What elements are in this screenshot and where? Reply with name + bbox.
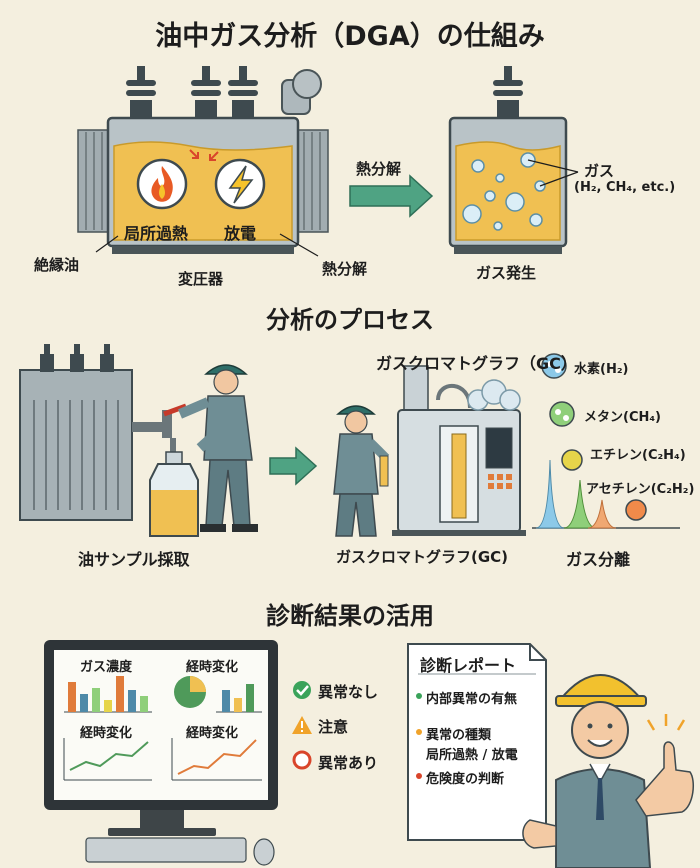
main-title: 油中ガス分析（DGA）の仕組み [155,21,545,52]
gas-label: ガス [584,162,615,180]
gas-formula: (H₂, CH₄, etc.) [574,180,676,195]
pie-chart [174,676,262,713]
worker-injecting [333,405,390,537]
bar-chart-1 [64,676,152,713]
engineer-thumbs-up [522,674,695,868]
report-item-4: 危険度の判断 [426,772,505,787]
panel-trend-2: 経時変化 [80,726,133,741]
gc-instrument [392,365,526,536]
panel-gas-concentration: ガス濃度 [80,660,133,675]
results-diagram [44,640,695,868]
gas-cloud [467,379,521,411]
arrow-label: 熱分解 [356,160,402,178]
gas-hydrogen: 水素(H₂) [574,362,629,377]
hotspot-label: 局所過熱 [124,224,189,243]
transformer-diagram [77,66,579,257]
check-icon [293,681,311,699]
bushing-right [493,66,523,120]
report-item-1: 内部異常の有無 [426,692,518,707]
status-caution: 注意 [318,718,349,736]
status-abnormal: 異常あり [318,754,379,772]
keyboard [85,837,247,863]
gas-bubbles [462,152,546,231]
gc-label: ガスクロマトグラフ(GC) [336,548,509,566]
worker-sampling [178,364,258,532]
mouse [253,838,275,866]
process-arrow [349,174,434,218]
report-sheet [407,643,547,841]
panel-trend-1: 経時変化 [186,660,239,675]
panel-trend-3: 経時変化 [186,726,239,741]
gas-ethylene: エチレン(C₂H₄) [590,448,686,463]
thermal-decomp-label: 熱分解 [322,260,368,278]
report-item-3: 局所過熱 / 放電 [426,748,518,763]
discharge-label: 放電 [224,224,257,243]
insulating-oil-label: 絶縁油 [34,256,80,274]
status-normal: 異常なし [318,683,379,701]
results-title: 診断結果の活用 [266,602,434,630]
chromatogram [532,459,680,529]
transformer-label: 変圧器 [178,270,224,288]
alert-circle-icon [292,750,312,770]
process-arrow-2 [269,446,318,486]
process-title: 分析のプロセス [266,306,434,334]
sample-bottle [149,451,199,537]
oil-sampling-label: 油サンプル採取 [78,550,190,569]
line-chart-2 [171,738,262,781]
gas-generation-label: ガス発生 [476,264,537,282]
gc-title: ガスクロマトグラフ（GC） [376,354,577,373]
report-title: 診断レポート [420,656,517,675]
transformer-base [112,246,294,254]
gas-separation-label: ガス分離 [566,550,631,569]
bushings [126,66,258,120]
line-chart-1 [63,738,152,781]
transformer-sample-source [19,344,187,521]
process-diagram [19,344,680,537]
gas-acetylene: アセチレン(C₂H₂) [586,482,695,497]
gas-methane: メタン(CH₄) [584,410,661,425]
report-item-2: 異常の種類 [426,728,492,743]
